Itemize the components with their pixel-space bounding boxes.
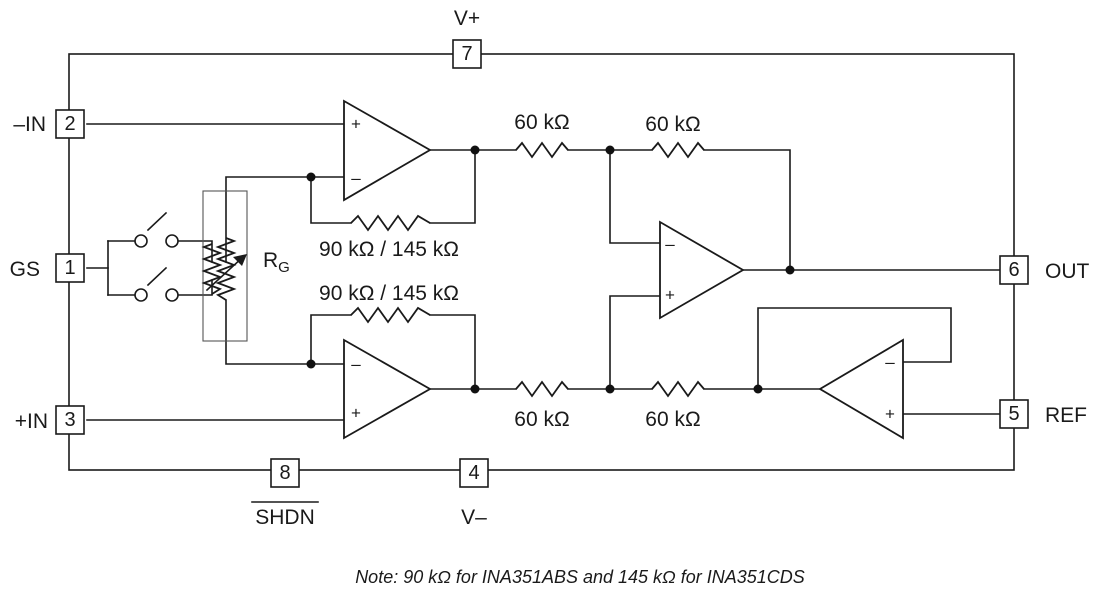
ref-amp-plus-sign: +: [885, 405, 895, 424]
pin-label-ref: REF: [1045, 404, 1087, 427]
wire-top-fb-left: [310, 176, 352, 224]
label-rg-subscript: G: [278, 259, 290, 276]
junction-dot: [470, 384, 480, 394]
wire-sw1-out: [177, 240, 213, 263]
pin-label-inplus: +IN: [15, 410, 48, 433]
footnote: Note: 90 kΩ for INA351ABS and 145 kΩ for…: [355, 567, 805, 587]
label-r-top-fb: 60 kΩ: [645, 113, 700, 136]
wire-diffamp-minus: [609, 149, 661, 244]
label-r-top-in: 60 kΩ: [514, 111, 569, 134]
switch-contact: [134, 288, 148, 302]
pin-label-vplus: V+: [454, 7, 480, 30]
ref-amp-minus-sign: –: [885, 353, 895, 372]
pin-4-box: [459, 458, 489, 488]
pin-8-number: 8: [279, 462, 290, 484]
resistor-top-in: [515, 141, 569, 159]
resistor-bot-feedback: [350, 306, 431, 324]
label-r-bot-in: 60 kΩ: [514, 408, 569, 431]
top-amp-minus-sign: –: [351, 169, 361, 188]
pin-7-number: 7: [461, 43, 472, 65]
pin-2-box: [55, 109, 85, 139]
label-rg-bot: 90 kΩ / 145 kΩ: [319, 282, 459, 305]
label-rg-main: R: [263, 249, 278, 272]
pin-3-box: [55, 405, 85, 435]
op-amp-top: [343, 99, 432, 202]
diff-amp-plus-sign: +: [665, 286, 675, 305]
resistor-top-feedback: [350, 214, 431, 232]
diff-amp-minus-sign: –: [665, 235, 675, 254]
wire-diffamp-plus: [609, 295, 661, 390]
switch-blade-2: [146, 266, 168, 287]
label-r-bot-ref: 60 kΩ: [645, 408, 700, 431]
pin-1-box: [55, 253, 85, 283]
wire-rg-top: [225, 176, 312, 263]
wire-bot-fb-right: [429, 314, 476, 390]
junction-dot: [306, 359, 316, 369]
wire-bot-fb-left: [310, 314, 352, 365]
pin-7-box: [452, 39, 482, 69]
label-rg-top: 90 kΩ / 145 kΩ: [319, 238, 459, 261]
pin-1-number: 1: [64, 257, 75, 279]
junction-dot: [306, 172, 316, 182]
top-amp-plus-sign: +: [351, 115, 361, 134]
junction-dot: [785, 265, 795, 275]
junction-dot: [753, 384, 763, 394]
bot-amp-plus-sign: +: [351, 404, 361, 423]
rg-wiper: [205, 255, 245, 292]
rg-wiper-arrowhead: [233, 254, 247, 266]
resistor-bot-ref: [651, 380, 705, 398]
switch-contact: [134, 234, 148, 248]
bot-amp-minus-sign: –: [351, 355, 361, 374]
op-amp-diff: [659, 220, 745, 320]
switch-contact: [165, 234, 179, 248]
wire-top-fb-out: [703, 149, 791, 271]
junction-dot: [605, 384, 615, 394]
op-amp-bottom: [343, 338, 432, 440]
op-amp-ref-buffer: [818, 338, 904, 440]
label-rg: RG: [263, 249, 290, 276]
resistor-bot-in: [515, 380, 569, 398]
pin-5-box: [999, 399, 1029, 429]
wire-top-fb-right: [429, 149, 476, 224]
pin-label-shdn: SHDN: [255, 506, 315, 529]
pin-6-box: [999, 255, 1029, 285]
pin-label-gs: GS: [10, 258, 40, 281]
junction-dot: [605, 145, 615, 155]
pin-3-number: 3: [64, 409, 75, 431]
pin-label-inminus: –IN: [13, 113, 46, 136]
switch-contact: [165, 288, 179, 302]
switch-blade-1: [146, 211, 168, 232]
pin-2-number: 2: [64, 113, 75, 135]
pin-6-number: 6: [1008, 259, 1019, 281]
junction-dot: [470, 145, 480, 155]
resistor-top-fb: [651, 141, 705, 159]
wire-rg-bot: [225, 299, 312, 365]
pin-label-vminus: V–: [461, 506, 487, 529]
rg-box: [202, 190, 248, 342]
pin-8-box: [270, 458, 300, 488]
pin-label-out: OUT: [1045, 260, 1090, 283]
pin-4-number: 4: [468, 462, 479, 484]
rg-resistor-main: [215, 237, 237, 301]
wire-ref-buffer-fb: [757, 307, 952, 390]
pin-5-number: 5: [1008, 403, 1019, 425]
